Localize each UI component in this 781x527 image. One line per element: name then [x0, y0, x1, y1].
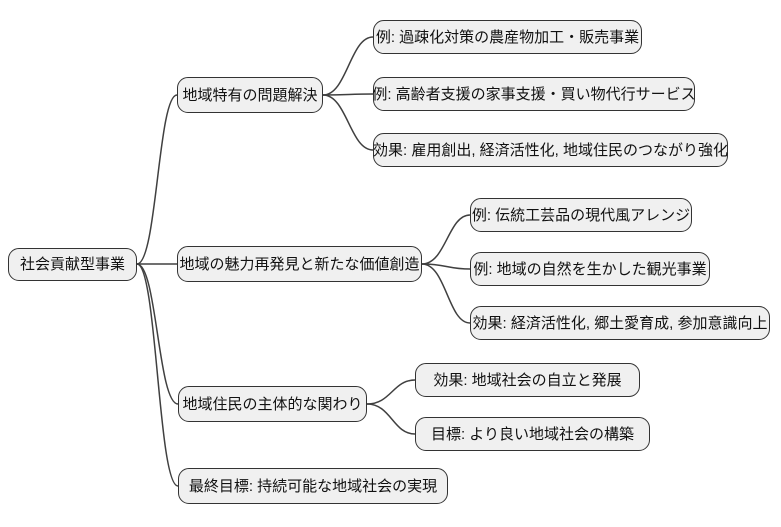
branch-node-value-creation: 地域の魅力再発見と新たな価値創造 [177, 246, 422, 282]
edge-branch-2-leaf-2 [421, 263, 471, 270]
edge-branch-2-leaf-3 [421, 263, 471, 324]
leaf-node-employment-effect: 効果: 雇用創出, 経済活性化, 地域住民のつながり強化 [373, 133, 728, 167]
edge-branch-3-leaf-2 [366, 403, 416, 435]
root-node: 社会貢献型事業 [8, 248, 137, 281]
edge-branch-1-leaf-3 [322, 94, 374, 151]
leaf-node-independence-effect: 効果: 地域社会の自立と発展 [415, 363, 640, 397]
edge-branch-3-leaf-1 [366, 379, 416, 405]
leaf-node-depopulation-example: 例: 過疎化対策の農産物加工・販売事業 [373, 20, 642, 54]
branch-node-resident-involvement: 地域住民の主体的な関わり [178, 386, 367, 422]
edge-branch-2-leaf-1 [421, 214, 471, 265]
branch-node-final-goal: 最終目標: 持続可能な地域社会の実現 [178, 468, 448, 504]
leaf-node-tourism-example: 例: 地域の自然を生かした観光事業 [470, 252, 710, 286]
leaf-node-elderly-support-example: 例: 高齢者支援の家事支援・買い物代行サービス [372, 77, 696, 111]
leaf-node-crafts-example: 例: 伝統工芸品の現代風アレンジ [470, 198, 692, 232]
leaf-node-local-pride-effect: 効果: 経済活性化, 郷土愛育成, 参加意識向上 [470, 306, 770, 340]
edge-root-branch-1 [136, 94, 178, 265]
leaf-node-better-community-goal: 目標: より良い地域社会の構築 [415, 417, 650, 451]
edge-root-branch-4 [136, 263, 179, 487]
edge-root-branch-3 [136, 263, 179, 405]
branch-node-problem-solving: 地域特有の問題解決 [177, 77, 323, 113]
edge-branch-1-leaf-1 [322, 36, 374, 96]
edge-branch-1-leaf-2 [322, 93, 374, 96]
